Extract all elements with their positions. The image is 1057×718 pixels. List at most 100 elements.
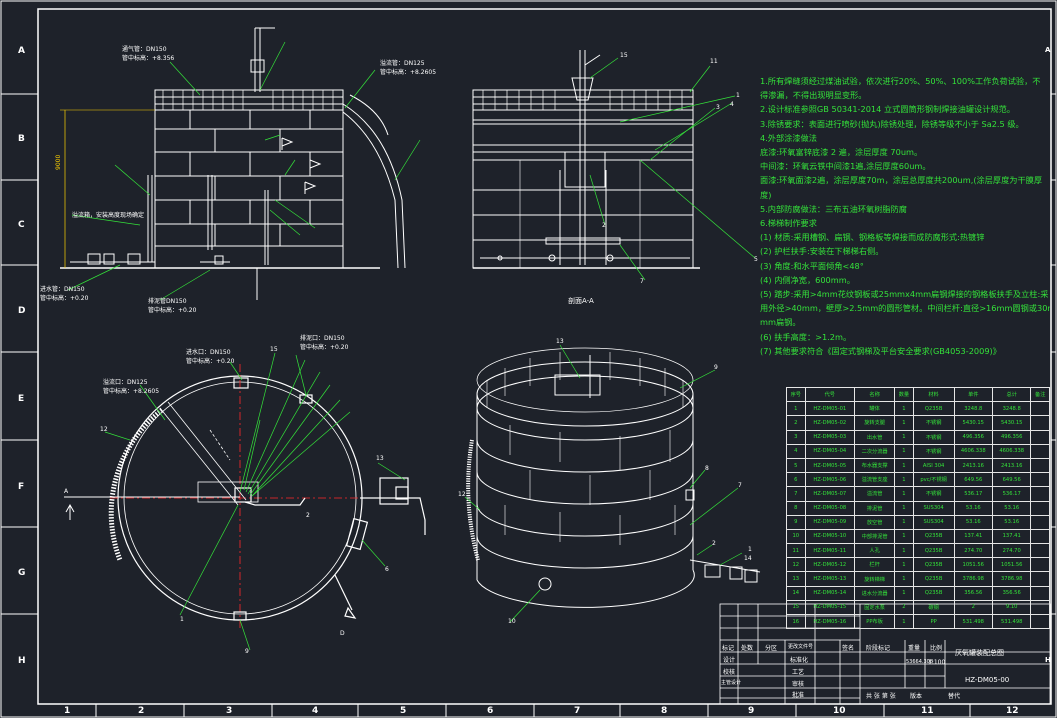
technical-notes: 1.所有焊缝须经过煤油试验，依次进行20%、50%、100%工作负荷试验，不 得… <box>760 74 1050 358</box>
bom-cell: 7 <box>786 486 806 502</box>
section-callout-2: 2 <box>602 222 606 229</box>
bom-cell: 不锈钢 <box>912 443 955 459</box>
bom-header-cell: 序号 <box>786 386 806 403</box>
iso-callout-13: 13 <box>556 338 564 345</box>
tb-weight: 53664.308 <box>906 659 934 665</box>
bom-cell: HZ-DM05-13 <box>804 571 856 587</box>
bom-cell: 2413.16 <box>991 457 1032 474</box>
bom-cell: 274.70 <box>991 543 1032 559</box>
note-line: 6.梯梯制作要求 <box>760 218 817 229</box>
note-line: (7) 其他要求符合《固定式钢梯及平台安全要求(GB4053-2009)》 <box>760 345 1001 356</box>
note-line: 得渗漏，不得出现明显变形。 <box>760 90 867 101</box>
bom-cell <box>1030 486 1050 502</box>
note-line: 用外径>40mm，壁厚>2.5mm的圆形管材。中间栏杆:直径>16mm圆钢或30… <box>760 303 1050 314</box>
bom-cell: 5 <box>786 457 806 474</box>
bom-cell: AISI 304 <box>912 457 955 474</box>
bom-cell: 人孔 <box>854 543 896 559</box>
bom-header-cell: 总计 <box>991 386 1032 403</box>
bom-cell: 1 <box>894 472 914 488</box>
bom-cell: Q235B <box>912 543 955 559</box>
col-label-7: 7 <box>574 706 581 716</box>
front-vent-label: 通气管：DN150 <box>122 46 167 53</box>
plan-inlet-elev: 管中标高：+0.20 <box>186 358 235 365</box>
bom-cell <box>1030 613 1050 630</box>
section-callout-15: 15 <box>620 52 628 59</box>
row-label-a: A <box>18 46 25 56</box>
bom-cell: HZ-DM05-15 <box>804 599 856 616</box>
tb-scale-label: 比例 <box>930 645 943 652</box>
note-line: 5.内部防腐做法：三布五油环氧树脂防腐 <box>760 203 907 214</box>
tb-role-process: 工艺 <box>792 669 805 676</box>
bom-cell: 3248.8 <box>991 401 1032 417</box>
bom-cell: 碳钢 <box>912 599 955 616</box>
bom-cell: 496.356 <box>953 429 993 445</box>
bom-cell: 1 <box>894 514 914 530</box>
bom-cell: 旋转支腿 <box>854 415 896 431</box>
section-leaders <box>589 57 756 281</box>
note-line: 底漆:环氧富锌底漆 2 遍，涂层厚度 70um。 <box>760 147 923 158</box>
bom-cell <box>1030 457 1050 474</box>
bom-cell: 布水器支撑 <box>854 457 896 474</box>
col-label-3: 3 <box>226 706 233 716</box>
bom-cell <box>1030 415 1050 431</box>
note-line: 中间漆：环氧云铁中间漆1遍,涂层厚度60um。 <box>760 161 931 172</box>
bom-cell: HZ-DM05-10 <box>804 528 856 545</box>
iso-leaders <box>464 344 743 623</box>
bom-cell <box>1030 514 1050 530</box>
bom-cell: 不锈钢 <box>912 429 955 445</box>
plan-callout-6: 6 <box>385 566 389 573</box>
tb-title: 厌氧罐装配总图 <box>955 649 1004 657</box>
col-label-8: 8 <box>661 706 668 716</box>
bom-cell: 旋转梯梯 <box>854 571 896 587</box>
bom-cell: HZ-DM05-16 <box>804 613 856 630</box>
plan-callout-12: 12 <box>100 426 108 433</box>
bom-cell: 53.16 <box>991 500 1032 516</box>
bom-header-cell: 材料 <box>912 386 955 403</box>
bom-cell: 9 <box>786 514 806 530</box>
bom-header-cell: 数量 <box>894 386 914 403</box>
bom-cell: 1 <box>894 528 914 545</box>
bom-cell <box>1030 528 1050 545</box>
bom-cell: HZ-DM05-12 <box>804 557 856 573</box>
iso-callout-12: 12 <box>458 491 466 498</box>
bom-cell: 536.17 <box>991 486 1032 502</box>
iso-callout-1: 1 <box>748 546 752 553</box>
bom-cell: 溢流管 <box>854 486 896 502</box>
bom-cell: HZ-DM05-03 <box>804 429 856 445</box>
tb-weight-label: 重量 <box>908 645 921 652</box>
note-line: (5) 踏步:采用>4mm花纹钢板或25mmx4mm扁钢焊接的钢格板扶手及立柱:… <box>760 289 1049 300</box>
bom-cell: Q235B <box>912 401 955 417</box>
bom-cell: 二次分流器 <box>854 443 896 459</box>
bom-cell: 1 <box>894 429 914 445</box>
bom-cell: 罐体 <box>854 401 896 417</box>
bom-cell: PP <box>912 613 955 630</box>
row-label-h: H <box>18 656 26 666</box>
bom-cell: 16 <box>786 613 806 630</box>
col-label-2: 2 <box>138 706 145 716</box>
bom-cell <box>1030 543 1050 559</box>
row-label-e: E <box>18 394 25 404</box>
bom-cell: 1 <box>894 401 914 417</box>
bom-cell: HZ-DM05-14 <box>804 585 856 601</box>
bom-cell: Q235B <box>912 571 955 587</box>
section-callout-7: 7 <box>640 278 644 285</box>
bom-cell: HZ-DM05-11 <box>804 543 856 559</box>
drawing-border <box>37 8 1052 705</box>
col-label-12: 12 <box>1006 706 1019 716</box>
tb-row-sign: 签名 <box>842 645 855 652</box>
bom-cell: PP布板 <box>854 613 896 630</box>
bom-cell: 1 <box>894 613 914 630</box>
bom-cell: 8 <box>786 500 806 516</box>
bom-cell: 进水分流器 <box>854 585 896 601</box>
section-callout-3: 3 <box>716 104 720 111</box>
bom-cell: 649.56 <box>991 472 1032 488</box>
bom-cell: 2 <box>894 599 914 616</box>
bom-cell: 排泥管 <box>854 500 896 516</box>
